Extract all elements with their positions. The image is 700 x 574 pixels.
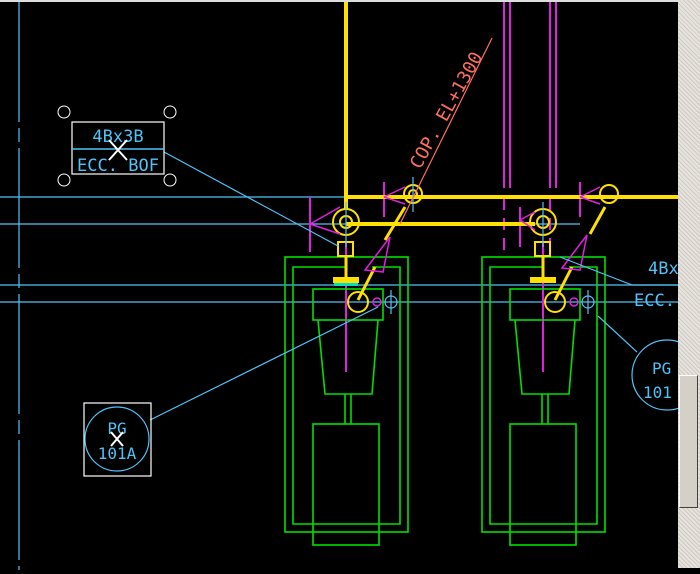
centerlines xyxy=(0,2,678,570)
tag-left-line2: 101A xyxy=(98,444,137,463)
scrollbar-thumb[interactable] xyxy=(679,375,698,508)
pump-unit-2[interactable] xyxy=(481,256,606,546)
annotation-right[interactable]: 4Bx ECC. xyxy=(634,259,679,311)
tag-right-line2: 101 xyxy=(643,383,672,402)
annotation-right-line1: 4Bx xyxy=(648,259,678,279)
grip-handles[interactable] xyxy=(57,105,177,187)
tag-pg-101-right[interactable]: PG 101 xyxy=(631,339,700,411)
insertion-point-icon xyxy=(108,139,128,161)
tag-right-line1: PG xyxy=(652,359,671,378)
leader-lines xyxy=(149,37,678,421)
annotation-right-line2: ECC. xyxy=(634,291,675,311)
tag-pg-101a[interactable]: PG 101A xyxy=(83,402,152,477)
elevation-label: COP. EL+1300 xyxy=(406,49,487,173)
valve-symbols xyxy=(309,186,601,307)
instrument-markers xyxy=(345,177,595,314)
insertion-point-icon xyxy=(110,431,124,447)
piping xyxy=(332,2,678,313)
pump-unit-1[interactable] xyxy=(284,256,409,546)
annotation-left-line1: 4Bx3B xyxy=(92,127,143,147)
annotation-left[interactable]: 4Bx3B ECC. BOF xyxy=(57,105,177,187)
structure-lines xyxy=(309,2,581,372)
tag-left-line1: PG xyxy=(107,419,126,438)
annotation-left-line2: ECC. BOF xyxy=(77,156,159,176)
vertical-scrollbar[interactable] xyxy=(678,0,700,568)
